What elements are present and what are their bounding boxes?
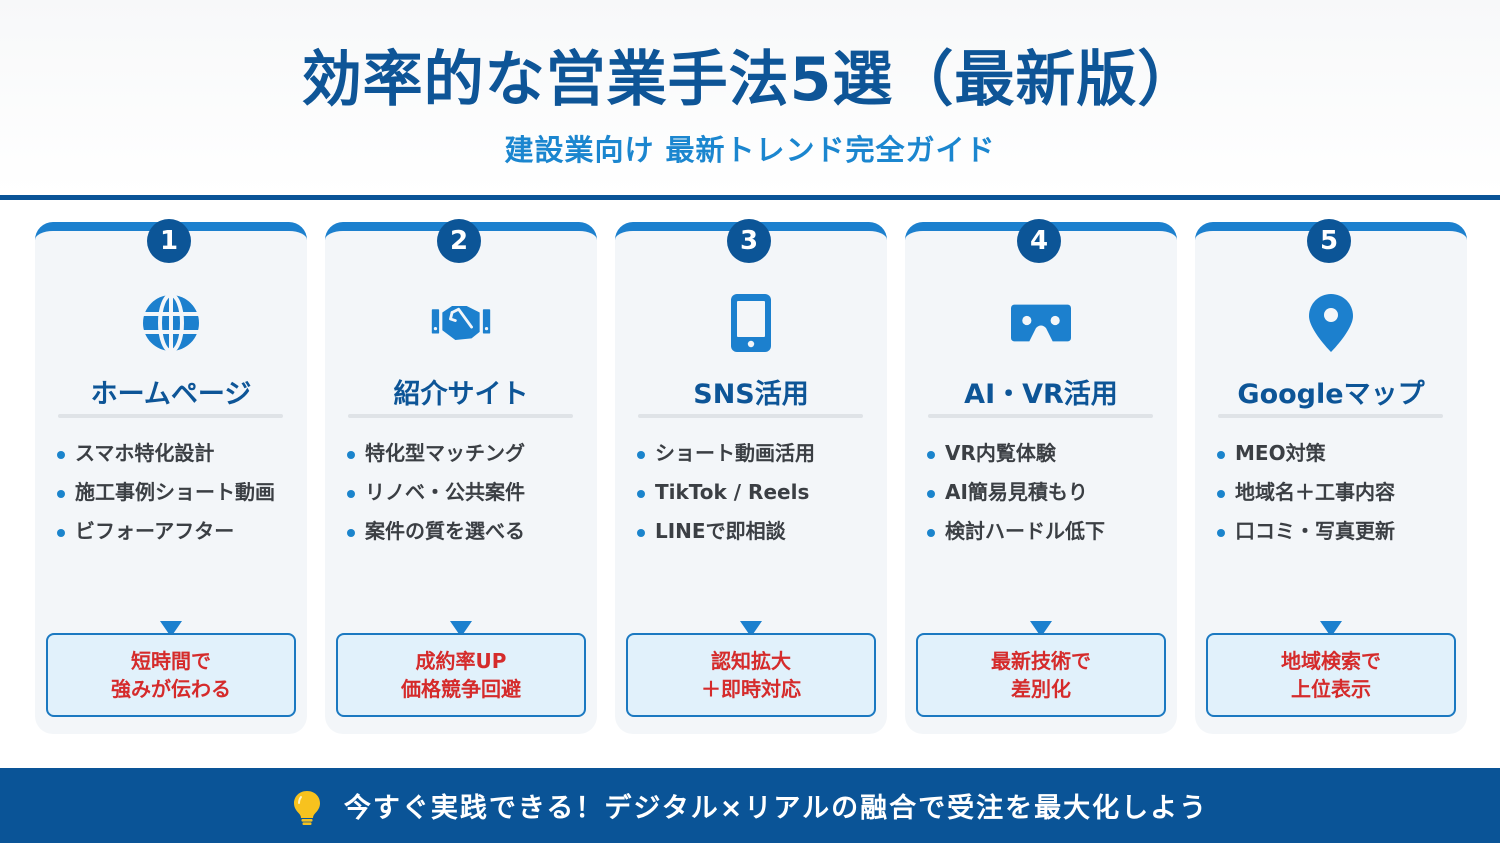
bullet-list: 特化型マッチング リノベ・公共案件 案件の質を選べる bbox=[347, 439, 577, 556]
divider bbox=[348, 414, 573, 418]
card-title: ホームページ bbox=[90, 379, 252, 410]
list-item: LINEで即相談 bbox=[637, 517, 867, 546]
divider bbox=[928, 414, 1153, 418]
result-line: 成約率UP bbox=[415, 649, 507, 673]
map-pin-icon bbox=[1301, 293, 1361, 353]
method-card-sns: 3 SNS活用 ショート動画活用 TikTok / Reels LINEで即相談… bbox=[615, 219, 887, 734]
list-item: 口コミ・写真更新 bbox=[1217, 517, 1447, 546]
list-item: 地域名＋工事内容 bbox=[1217, 478, 1447, 507]
list-item: 検討ハードル低下 bbox=[927, 517, 1157, 546]
divider bbox=[58, 414, 283, 418]
result-box: 短時間で 強みが伝わる bbox=[46, 633, 296, 717]
divider bbox=[1218, 414, 1443, 418]
result-line: 強みが伝わる bbox=[111, 677, 231, 701]
number-badge: 3 bbox=[727, 219, 771, 263]
list-item: 特化型マッチング bbox=[347, 439, 577, 468]
number-badge: 2 bbox=[437, 219, 481, 263]
result-line: 認知拡大 bbox=[711, 649, 791, 673]
footer-banner: 今すぐ実践できる！デジタル×リアルの融合で受注を最大化しよう bbox=[0, 768, 1500, 843]
list-item: TikTok / Reels bbox=[637, 478, 867, 507]
page-title: 効率的な営業手法5選（最新版） bbox=[301, 45, 1199, 115]
globe-icon bbox=[141, 293, 201, 353]
number-badge: 1 bbox=[147, 219, 191, 263]
list-item: リノベ・公共案件 bbox=[347, 478, 577, 507]
list-item: 案件の質を選べる bbox=[347, 517, 577, 546]
divider bbox=[638, 414, 863, 418]
footer-message: 今すぐ実践できる！デジタル×リアルの融合で受注を最大化しよう bbox=[343, 793, 1209, 824]
method-card-google-maps: 5 Googleマップ MEO対策 地域名＋工事内容 口コミ・写真更新 地域検索… bbox=[1195, 219, 1467, 734]
header: 効率的な営業手法5選（最新版） 建設業向け 最新トレンド完全ガイド bbox=[0, 0, 1500, 195]
result-line: 地域検索で bbox=[1281, 649, 1381, 673]
result-box: 成約率UP 価格競争回避 bbox=[336, 633, 586, 717]
method-card-homepage: 1 ホームページ スマホ特化設計 施工事例ショート動画 ビフォーアフター 短時間… bbox=[35, 219, 307, 734]
card-title: Googleマップ bbox=[1237, 379, 1425, 410]
list-item: AI簡易見積もり bbox=[927, 478, 1157, 507]
number-badge: 4 bbox=[1017, 219, 1061, 263]
lightbulb-icon bbox=[293, 790, 320, 825]
vr-headset-icon bbox=[1011, 293, 1071, 353]
list-item: VR内覧体験 bbox=[927, 439, 1157, 468]
number-badge: 5 bbox=[1307, 219, 1351, 263]
result-line: 最新技術で bbox=[991, 649, 1091, 673]
card-title: SNS活用 bbox=[693, 379, 809, 410]
card-title: AI・VR活用 bbox=[964, 379, 1118, 410]
result-line: ＋即時対応 bbox=[701, 677, 801, 701]
bullet-list: スマホ特化設計 施工事例ショート動画 ビフォーアフター bbox=[57, 439, 287, 556]
result-line: 差別化 bbox=[1011, 677, 1071, 701]
methods-cards: 1 ホームページ スマホ特化設計 施工事例ショート動画 ビフォーアフター 短時間… bbox=[35, 219, 1467, 734]
header-divider bbox=[0, 195, 1500, 200]
method-card-ai-vr: 4 AI・VR活用 VR内覧体験 AI簡易見積もり 検討ハードル低下 最新技術で… bbox=[905, 219, 1177, 734]
list-item: ビフォーアフター bbox=[57, 517, 287, 546]
page-subtitle: 建設業向け 最新トレンド完全ガイド bbox=[504, 133, 996, 167]
bullet-list: VR内覧体験 AI簡易見積もり 検討ハードル低下 bbox=[927, 439, 1157, 556]
bullet-list: MEO対策 地域名＋工事内容 口コミ・写真更新 bbox=[1217, 439, 1447, 556]
list-item: 施工事例ショート動画 bbox=[57, 478, 287, 507]
list-item: ショート動画活用 bbox=[637, 439, 867, 468]
bullet-list: ショート動画活用 TikTok / Reels LINEで即相談 bbox=[637, 439, 867, 556]
result-line: 価格競争回避 bbox=[401, 677, 521, 701]
handshake-icon bbox=[431, 293, 491, 353]
list-item: MEO対策 bbox=[1217, 439, 1447, 468]
card-title: 紹介サイト bbox=[393, 379, 529, 410]
result-box: 認知拡大 ＋即時対応 bbox=[626, 633, 876, 717]
list-item: スマホ特化設計 bbox=[57, 439, 287, 468]
result-line: 上位表示 bbox=[1291, 677, 1371, 701]
result-line: 短時間で bbox=[131, 649, 211, 673]
result-box: 最新技術で 差別化 bbox=[916, 633, 1166, 717]
result-box: 地域検索で 上位表示 bbox=[1206, 633, 1456, 717]
method-card-referral-site: 2 紹介サイト 特化型マッチング リノベ・公共案件 案件の質を選べる 成約率UP… bbox=[325, 219, 597, 734]
smartphone-icon bbox=[721, 293, 781, 353]
